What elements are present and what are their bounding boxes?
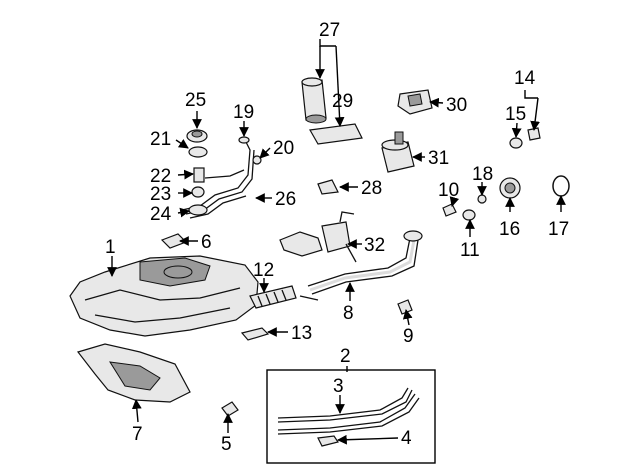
leader-lines bbox=[107, 39, 566, 445]
sender-unit bbox=[397, 89, 433, 115]
callout-12: 12 bbox=[253, 260, 274, 281]
callout-25: 25 bbox=[185, 90, 206, 111]
heat-shield bbox=[76, 343, 191, 403]
callout-29: 29 bbox=[332, 91, 353, 112]
callout-26: 26 bbox=[275, 189, 296, 210]
callout-31: 31 bbox=[428, 148, 449, 169]
small-clips bbox=[442, 203, 476, 221]
hose-part bbox=[240, 327, 270, 341]
callout-3: 3 bbox=[333, 376, 344, 397]
small-fittings bbox=[186, 129, 208, 216]
grommet-part bbox=[188, 146, 208, 158]
callout-23: 23 bbox=[150, 184, 171, 205]
callout-27: 27 bbox=[319, 20, 340, 41]
callout-8: 8 bbox=[343, 303, 354, 324]
connector-part bbox=[252, 155, 262, 165]
callout-19: 19 bbox=[233, 102, 254, 123]
callout-16: 16 bbox=[499, 219, 520, 240]
pump-module bbox=[381, 131, 415, 173]
callout-2: 2 bbox=[340, 346, 351, 367]
strap-box bbox=[266, 369, 436, 464]
small-ring-18 bbox=[477, 194, 487, 204]
clip-10 bbox=[442, 203, 457, 217]
callout-14: 14 bbox=[514, 68, 536, 89]
vent-valve bbox=[279, 211, 357, 263]
fitting-15 bbox=[509, 137, 523, 149]
callout-28: 28 bbox=[361, 178, 382, 199]
pump-bracket bbox=[309, 123, 363, 145]
float-part bbox=[317, 179, 339, 195]
callout-24: 24 bbox=[150, 204, 172, 225]
callout-21: 21 bbox=[150, 129, 171, 150]
clip-11 bbox=[462, 209, 476, 221]
callout-5: 5 bbox=[221, 434, 232, 455]
callout-17: 17 bbox=[548, 219, 569, 240]
clip-part bbox=[221, 401, 239, 417]
callout-4: 4 bbox=[401, 428, 412, 449]
callout-22: 22 bbox=[150, 166, 171, 187]
callout-32: 32 bbox=[364, 235, 385, 256]
callout-15: 15 bbox=[505, 104, 526, 125]
callout-1: 1 bbox=[105, 237, 116, 258]
cap-assembly bbox=[477, 175, 570, 204]
callout-7: 7 bbox=[132, 424, 143, 445]
fuel-pump bbox=[301, 77, 327, 124]
clamp-part bbox=[191, 186, 205, 198]
seal-ring-17 bbox=[552, 175, 570, 197]
callout-13: 13 bbox=[291, 323, 312, 344]
callout-9: 9 bbox=[403, 326, 414, 347]
callout-10: 10 bbox=[438, 180, 459, 201]
bracket-part bbox=[397, 299, 413, 315]
ring-part bbox=[188, 204, 208, 216]
filler-hose-part bbox=[249, 285, 297, 309]
valve-fittings bbox=[509, 127, 541, 149]
callout-20: 20 bbox=[273, 138, 294, 159]
filler-pipe bbox=[299, 230, 423, 301]
callout-18: 18 bbox=[472, 164, 493, 185]
callout-30: 30 bbox=[446, 95, 467, 116]
callout-labels: 1 2 3 4 5 6 7 8 9 10 11 12 13 14 15 16 1… bbox=[105, 20, 569, 455]
callout-6: 6 bbox=[201, 232, 212, 253]
valve-part bbox=[193, 167, 205, 183]
fuel-tank bbox=[69, 255, 259, 337]
callout-11: 11 bbox=[460, 240, 480, 261]
